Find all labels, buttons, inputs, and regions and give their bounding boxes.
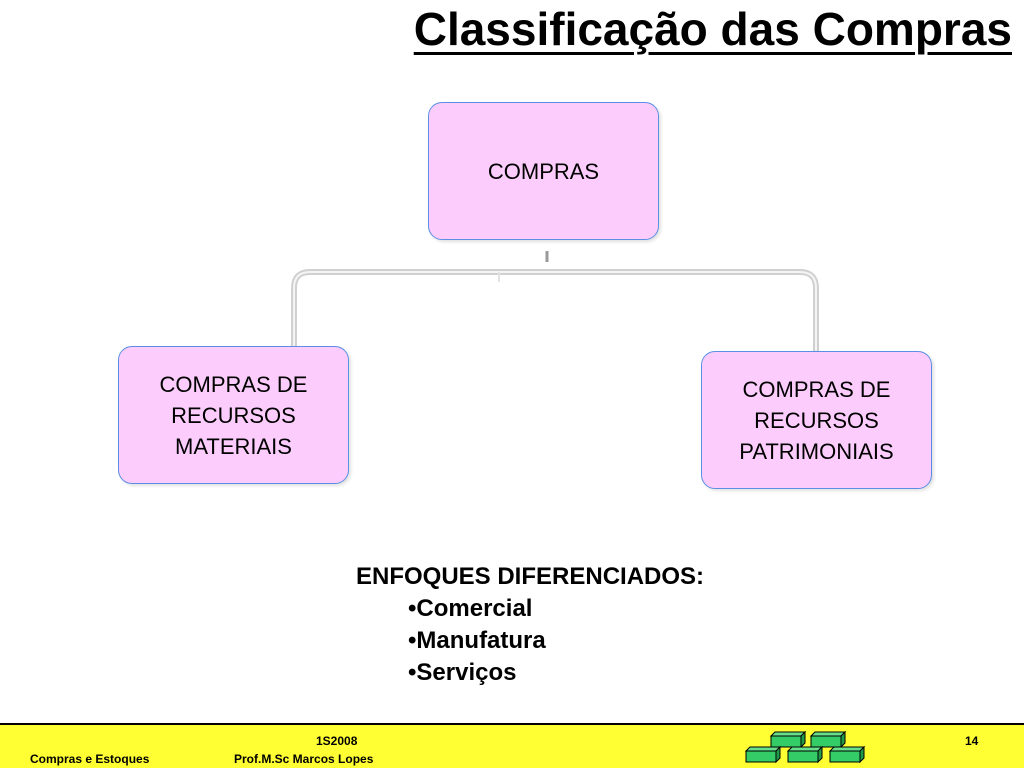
footer-page-number: 14: [965, 734, 979, 748]
footer-term: 1S2008: [316, 734, 358, 748]
footer-bar: Compras e Estoques 1S2008 Prof.M.Sc Marc…: [0, 723, 1024, 768]
approaches-list: Comercial Manufatura Serviços: [356, 593, 704, 689]
footer-course: Compras e Estoques: [30, 752, 150, 766]
approach-item: Comercial: [408, 593, 704, 625]
connector-branch: [291, 269, 819, 352]
approach-item: Serviços: [408, 657, 704, 689]
node-recursos-materiais: COMPRAS DE RECURSOS MATERIAIS: [118, 346, 349, 484]
footer-professor: Prof.M.Sc Marcos Lopes: [234, 752, 374, 766]
approaches-block: ENFOQUES DIFERENCIADOS: Comercial Manufa…: [356, 561, 704, 689]
node-compras: COMPRAS: [428, 102, 659, 240]
approaches-heading: ENFOQUES DIFERENCIADOS:: [356, 563, 705, 590]
slide-title: Classificação das Compras: [413, 3, 1012, 55]
node-recursos-materiais-label: COMPRAS DE RECURSOS MATERIAIS: [159, 371, 308, 459]
approach-item: Manufatura: [408, 625, 704, 657]
green-blocks-logo-icon: [744, 730, 866, 764]
node-recursos-patrimoniais: COMPRAS DE RECURSOS PATRIMONIAIS: [701, 351, 932, 489]
node-recursos-patrimoniais-label: COMPRAS DE RECURSOS PATRIMONIAIS: [739, 376, 894, 464]
node-compras-label: COMPRAS: [487, 158, 600, 184]
